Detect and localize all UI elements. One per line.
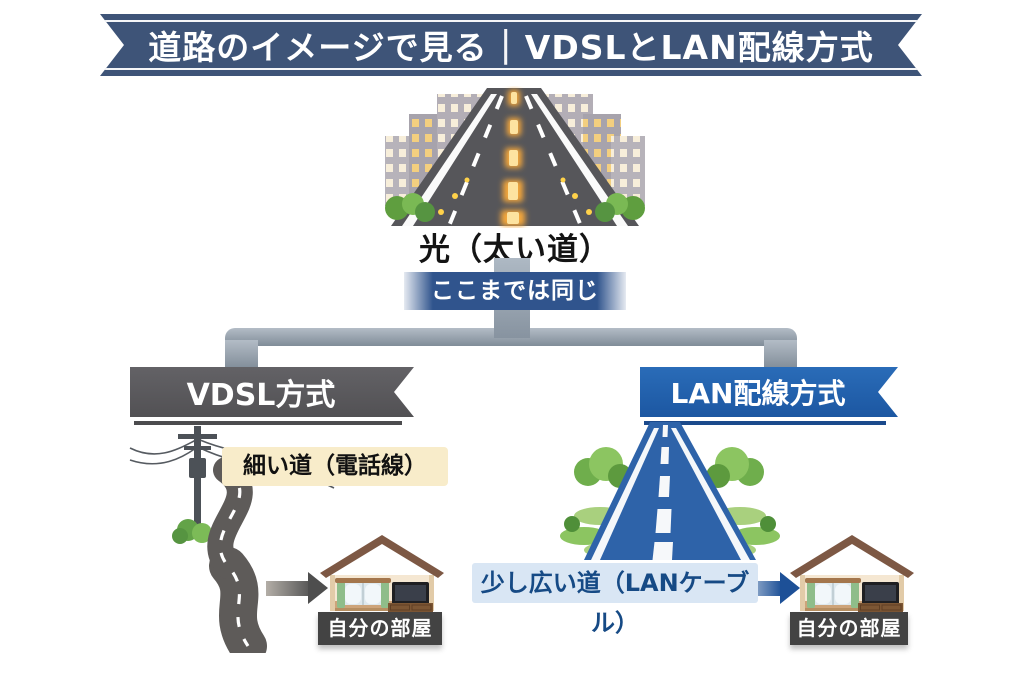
window: [805, 578, 861, 608]
winding-road: [207, 457, 267, 653]
house-room-right-icon: [790, 535, 914, 612]
lan-road-label: 少し広い道（LANケーブル）: [472, 563, 758, 637]
tv: [858, 582, 903, 612]
lan-banner: LAN配線方式: [640, 367, 898, 417]
lan-banner-label: LAN配線方式: [670, 377, 846, 410]
room-label-right: 自分の部屋: [790, 612, 908, 645]
title-banner: 道路のイメージで見る | VDSLとLAN配線方式: [100, 14, 922, 76]
roof: [790, 535, 914, 578]
arrow-to-room-right-icon: [750, 572, 802, 604]
vdsl-banner-label: VDSL方式: [186, 378, 336, 413]
vdsl-road-label: 細い道（電話線）: [222, 447, 448, 486]
title-right: VDSLとLAN配線方式: [524, 28, 874, 67]
pole-bush: [172, 519, 212, 544]
same-until-here-badge: ここまでは同じ: [404, 272, 626, 310]
roof: [320, 535, 444, 578]
connector-stub-left: [225, 340, 258, 369]
house-room-left-icon: [320, 535, 444, 612]
tv: [388, 582, 433, 612]
telephone-pole: [178, 426, 217, 532]
bushes-right: [560, 177, 645, 222]
lan-road-surface: [584, 422, 756, 560]
connector-stub-right: [764, 340, 797, 369]
bushes-left: [385, 177, 470, 222]
city-fiber-road-icon: [385, 88, 645, 227]
lan-banner-underline: [644, 421, 886, 425]
arrow-to-room-left-icon: [266, 572, 328, 604]
room-label-left: 自分の部屋: [318, 612, 442, 645]
vdsl-banner: VDSL方式: [130, 367, 414, 417]
vdsl-banner-underline: [134, 421, 402, 425]
window: [335, 578, 391, 608]
lan-road-dashes: [652, 425, 673, 560]
title-left: 道路のイメージで見る: [148, 28, 488, 67]
title-separator: |: [499, 23, 513, 65]
lan-road-icon: [560, 422, 780, 560]
